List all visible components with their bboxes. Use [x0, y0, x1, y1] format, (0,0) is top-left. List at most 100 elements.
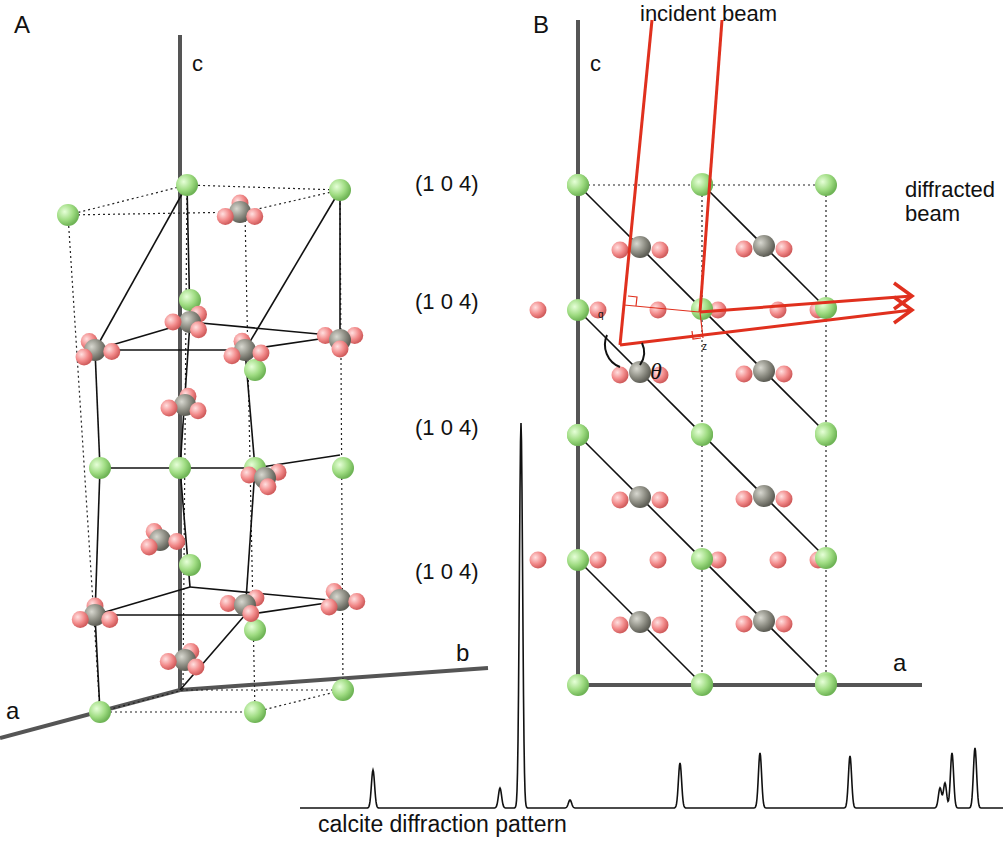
cell-edge — [190, 587, 340, 601]
calcite-cell-3d — [0, 35, 488, 738]
green-atom — [169, 457, 191, 479]
green-atom — [179, 554, 201, 576]
cell-edge — [100, 690, 183, 712]
right-angle — [628, 296, 637, 306]
red-atom — [187, 658, 204, 675]
green-atom — [329, 179, 351, 201]
angle-arc — [605, 335, 620, 367]
grey-atom — [629, 236, 651, 258]
x-ray-beams — [605, 20, 912, 367]
cell-edge — [68, 185, 187, 215]
green-atom — [815, 174, 837, 196]
green-atom — [89, 701, 111, 723]
grey-atom — [753, 235, 775, 257]
red-atom — [652, 617, 669, 634]
green-atom — [244, 619, 266, 641]
diffracted-ray — [700, 296, 912, 312]
red-atom — [242, 605, 259, 622]
green-atom — [691, 424, 713, 446]
red-atom — [736, 241, 753, 258]
red-atom — [141, 538, 158, 555]
green-atom — [691, 548, 713, 570]
red-atom — [770, 552, 787, 569]
a-axis — [578, 683, 922, 687]
diagram-label: (1 0 4) — [415, 560, 479, 584]
green-atom — [244, 701, 266, 723]
red-atom — [348, 593, 365, 610]
red-atom — [776, 241, 793, 258]
green-atom — [567, 299, 589, 321]
grey-atom — [629, 486, 651, 508]
diagram-label: c — [192, 52, 203, 76]
red-atom — [72, 611, 89, 628]
lattice-plane — [703, 185, 826, 308]
red-atom — [590, 552, 607, 569]
arrow-head — [894, 283, 912, 309]
red-atom — [612, 242, 629, 259]
red-atom — [161, 400, 178, 417]
panel-letter: B — [533, 12, 549, 38]
cell-edge — [187, 185, 340, 190]
red-atom — [101, 611, 118, 628]
grey-atom — [753, 610, 775, 632]
green-atom — [567, 424, 589, 446]
wavefront-line — [624, 305, 699, 312]
c-axis — [576, 20, 580, 685]
diagram-label: diffracted beam — [905, 178, 1000, 226]
green-atom — [176, 174, 198, 196]
red-atom — [736, 616, 753, 633]
diffracted-ray — [620, 310, 912, 345]
diagram-label: a — [6, 698, 19, 724]
chart-caption: calcite diffraction pattern — [318, 812, 567, 837]
green-atom — [567, 549, 589, 571]
red-atom — [612, 617, 629, 634]
red-atom — [252, 345, 269, 362]
angle-arc — [640, 343, 644, 365]
red-atom — [776, 366, 793, 383]
diagram-label: a — [893, 650, 906, 676]
diagram-label: (1 0 4) — [415, 416, 479, 440]
green-atom — [691, 674, 713, 696]
red-atom — [190, 321, 207, 338]
red-atom — [190, 402, 207, 419]
green-atom — [57, 204, 79, 226]
red-atom — [259, 478, 276, 495]
cell-edge — [339, 190, 341, 336]
lattice-plane — [578, 560, 703, 685]
red-atom — [530, 302, 547, 319]
diagram-label: q — [598, 309, 604, 320]
cell-edge — [183, 689, 343, 690]
grey-atom — [753, 485, 775, 507]
grey-atom — [629, 611, 651, 633]
xrd-trace — [300, 423, 1003, 808]
cell-edge — [245, 190, 340, 350]
lattice-plane — [578, 310, 826, 558]
incident-ray — [620, 20, 652, 345]
green-atom — [567, 174, 589, 196]
red-atom — [217, 208, 234, 225]
green-atom — [244, 359, 266, 381]
red-atom — [650, 552, 667, 569]
green-atom — [691, 423, 713, 445]
red-atom — [612, 367, 629, 384]
green-atom — [815, 297, 837, 319]
red-atom — [160, 653, 177, 670]
cell-edge — [255, 690, 343, 712]
green-atom — [567, 174, 589, 196]
cell-edge — [255, 455, 340, 468]
red-atom — [246, 208, 263, 225]
green-atom — [332, 679, 354, 701]
diagram-label: incident beam — [640, 2, 777, 26]
cell-edge — [245, 190, 340, 212]
green-atom — [691, 673, 713, 695]
diagram-label: (1 0 4) — [415, 290, 479, 314]
red-atom — [776, 616, 793, 633]
red-atom — [776, 491, 793, 508]
diagram-label: (1 0 4) — [415, 172, 479, 196]
green-atom — [815, 547, 837, 569]
green-atom — [332, 457, 354, 479]
cell-edge — [95, 587, 190, 615]
red-atom — [770, 302, 787, 319]
